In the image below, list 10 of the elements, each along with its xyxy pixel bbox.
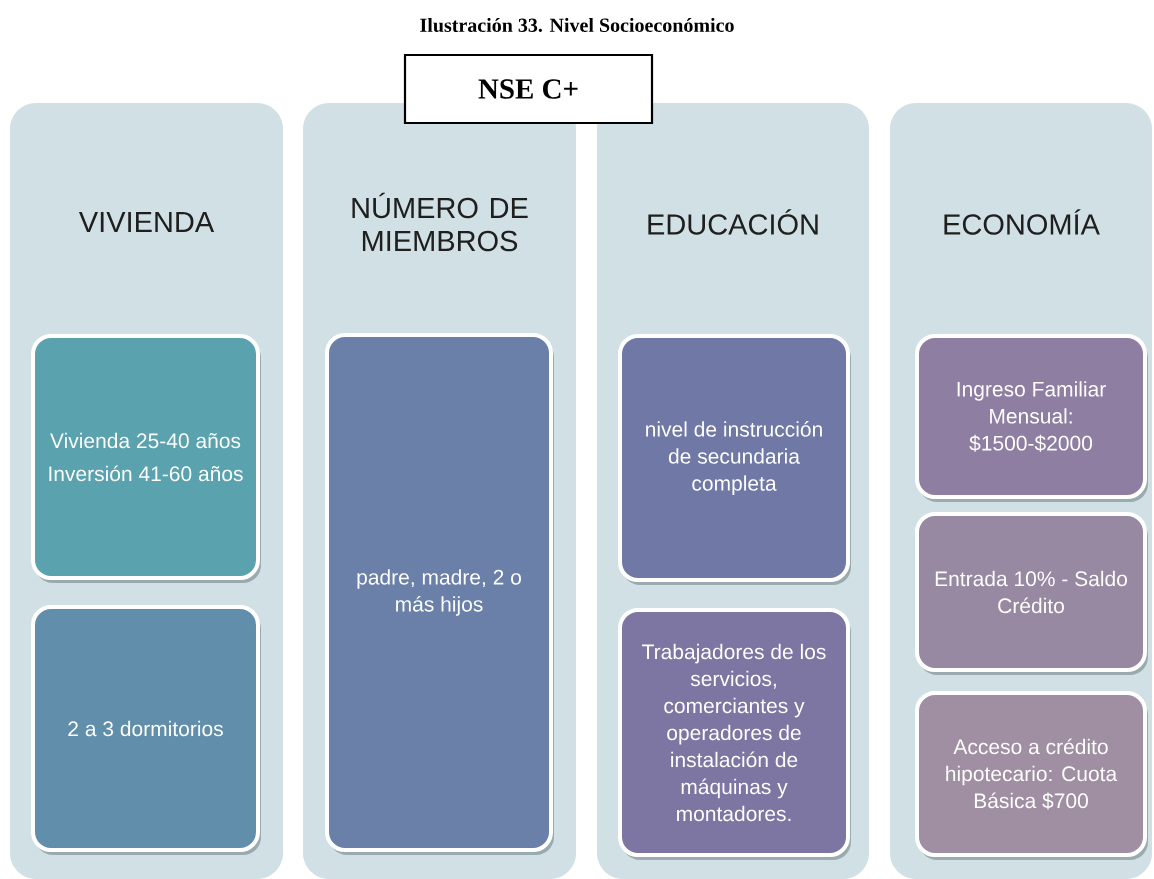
- item-box: Acceso a crédito hipotecario: Cuota Básica $700: [915, 691, 1148, 860]
- item-box: nivel de instrucción de secundaria completa: [618, 334, 851, 585]
- heading-box: NSE C+: [403, 53, 654, 125]
- item-box: Trabajadores de los servicios, comerciantes y operadores de instalación de máquinas y montadores.: [618, 608, 851, 860]
- item-box: padre, madre, 2 o más hijos: [325, 333, 554, 855]
- item-box: Entrada 10% - Saldo Crédito: [915, 512, 1148, 675]
- figure-title: Ilustración 33. Nivel Socioeconómico: [420, 17, 734, 33]
- item-box: Vivienda 25-40 años Inversión 41-60 años: [31, 334, 261, 583]
- item-box: 2 a 3 dormitorios: [31, 605, 261, 855]
- item-box: Ingreso Familiar Mensual: $1500-$2000: [915, 334, 1148, 502]
